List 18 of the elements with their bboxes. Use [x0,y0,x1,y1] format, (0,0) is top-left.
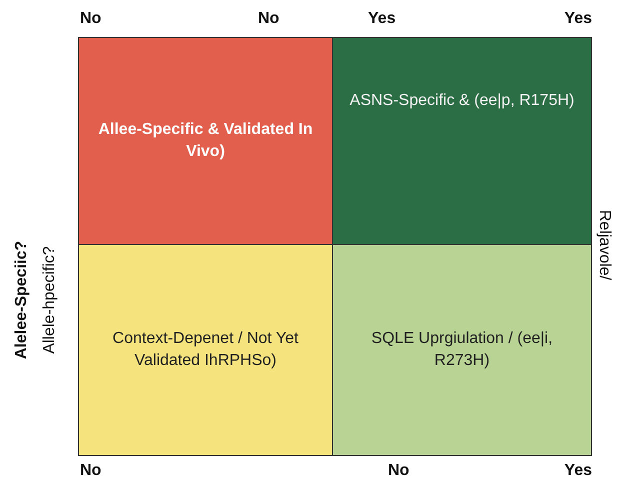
axis-value-label: Yes [368,10,396,28]
axis-value-label: No [388,462,410,480]
cell-text: SQLE Uprgiulation / (ee|i, R273H) [370,329,554,371]
axis-title: Alelee-Speciic? [13,240,31,360]
axis-value-label: Yes [564,10,592,28]
quadrant-cell [332,244,592,456]
quadrant-cell [332,37,592,245]
quadrant-cell [78,244,333,456]
cell-text: Allee-Specific & Validated In Vivo) [97,120,314,162]
quadrant-cell [78,37,333,245]
axis-value-label: Yes [564,462,592,480]
axis-value-label: No [80,462,102,480]
axis-title: Reljavole/ [595,210,613,280]
axis-value-label: No [80,10,102,28]
cell-text: Context-Depenet / Not Yet Validated IhRPHSo) [112,329,300,371]
axis-value-label: No [258,10,280,28]
cell-text: ASNS-Specific & (ee|p, R175H) [350,91,574,112]
axis-title: Allele-hpecific? [41,246,59,354]
